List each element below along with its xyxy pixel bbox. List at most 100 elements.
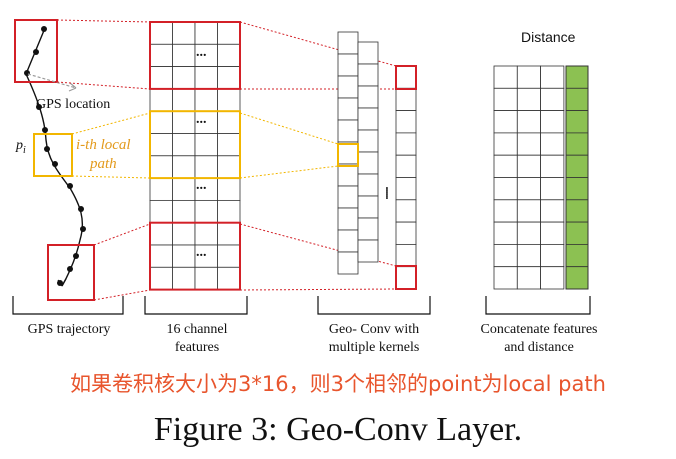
feature-cell: [172, 43, 196, 67]
feature-ellipsis-top: ...: [196, 45, 207, 60]
concat-cell: [493, 65, 518, 89]
kernel-cell-1: [337, 163, 359, 187]
feature-cell: [194, 155, 218, 179]
kernel-cell-3: [395, 110, 417, 134]
concat-cell: [516, 199, 541, 223]
kernel-cell-1: [337, 119, 359, 143]
feature-cell: [217, 155, 241, 179]
feature-cell: [194, 266, 218, 290]
kernel-cell-3: [395, 177, 417, 201]
distance-cell: [565, 132, 589, 156]
trajectory-connectors: [56, 19, 151, 301]
feature-cell: [217, 244, 241, 268]
kernel-cell-1: [337, 207, 359, 231]
concat-cell: [516, 154, 541, 178]
kernel-cell-2: [357, 129, 379, 153]
feature-block-local: [149, 110, 241, 180]
kernel-cell-1: [337, 31, 359, 55]
section-braces: [12, 296, 591, 315]
feature-cell: [172, 110, 196, 134]
concat-cell: [540, 266, 565, 290]
kernel-cell-1: [337, 75, 359, 99]
concat-cell: [540, 199, 565, 223]
feature-ellipsis-mid: ...: [196, 112, 207, 127]
feature-cell: [194, 21, 218, 45]
concat-cell: [540, 132, 565, 156]
concat-cell: [516, 177, 541, 201]
feature-cell: [149, 222, 173, 246]
distance-label: Distance: [521, 29, 576, 45]
feature-cell: [172, 266, 196, 290]
feature-cell: [217, 199, 241, 224]
concat-cell: [493, 243, 518, 268]
channel-features-grid: [149, 21, 241, 291]
feature-cell: [217, 88, 241, 112]
distance-cell: [565, 87, 589, 112]
kernel-cell-1: [337, 185, 359, 209]
kernel-cell-2: [357, 85, 379, 109]
feature-cell: [217, 266, 241, 290]
geo-conv-kernels: [337, 31, 417, 290]
kernel-cell-2: [357, 239, 379, 263]
feature-cell: [194, 88, 218, 112]
feature-cell: [217, 43, 241, 67]
gps-trajectory-label: GPS trajectory: [27, 322, 111, 337]
local-path-label: i-th local path: [76, 137, 131, 172]
concat-cell: [516, 243, 541, 268]
kernel-cell-2: [357, 41, 379, 65]
feature-cell: [172, 66, 196, 90]
feature-cell: [194, 66, 218, 90]
concat-cell: [493, 199, 518, 223]
point-pi-label: pi: [16, 138, 26, 156]
concat-cell: [540, 154, 565, 178]
kernel-cell-1: [337, 229, 359, 253]
kernel-cell-3: [395, 65, 417, 89]
feature-cell: [149, 110, 173, 134]
feature-cell: [149, 199, 173, 224]
feature-cell: [194, 199, 218, 224]
concat-cell: [540, 177, 565, 201]
kernel-cell-3: [395, 243, 417, 268]
kernel-cell-2: [357, 151, 379, 175]
kernel-cell-1: [337, 97, 359, 121]
figure-caption: Figure 3: Geo-Conv Layer.: [153, 411, 523, 448]
kernel-output-top: [395, 65, 417, 90]
feature-block-bottom: [149, 221, 241, 291]
feature-cell: [217, 21, 241, 45]
start-window-box: [14, 19, 58, 83]
kernel-cell-3: [395, 221, 417, 245]
concat-cell: [540, 65, 565, 89]
kernel-cell-3: [395, 199, 417, 223]
kernel-cell-2: [357, 107, 379, 131]
feature-block-top: [149, 21, 241, 90]
kernel-cell-2: [357, 195, 379, 219]
kernel-cell-1: [337, 141, 359, 165]
feature-cell: [172, 88, 196, 112]
feature-cell: [217, 110, 241, 134]
geo-conv-label: Geo- Conv with multiple kernels: [328, 322, 420, 355]
concat-cell: [493, 177, 518, 201]
feature-cell: [172, 21, 196, 45]
concat-cell: [540, 110, 565, 134]
concat-cell: [516, 110, 541, 134]
feature-cell: [194, 133, 218, 157]
feature-cell: [172, 244, 196, 268]
gps-location-label: GPS location: [36, 97, 111, 112]
concat-cell: [493, 132, 518, 156]
feature-ellipsis-bottom: ...: [196, 245, 207, 260]
kernel-cell-2: [357, 63, 379, 87]
concat-cell: [540, 87, 565, 112]
distance-cell: [565, 199, 589, 223]
concat-label: Concatenate features and distance: [480, 322, 598, 355]
concat-cell: [540, 221, 565, 245]
distance-cell: [565, 154, 589, 178]
feature-cell: [194, 222, 218, 246]
distance-cell: [565, 65, 589, 89]
gps-location-arrow: [27, 73, 77, 89]
distance-cell: [565, 266, 589, 290]
feature-cell: [172, 133, 196, 157]
feature-cell: [217, 177, 241, 201]
feature-cell: [217, 66, 241, 90]
kernel-cell-2: [357, 217, 379, 241]
